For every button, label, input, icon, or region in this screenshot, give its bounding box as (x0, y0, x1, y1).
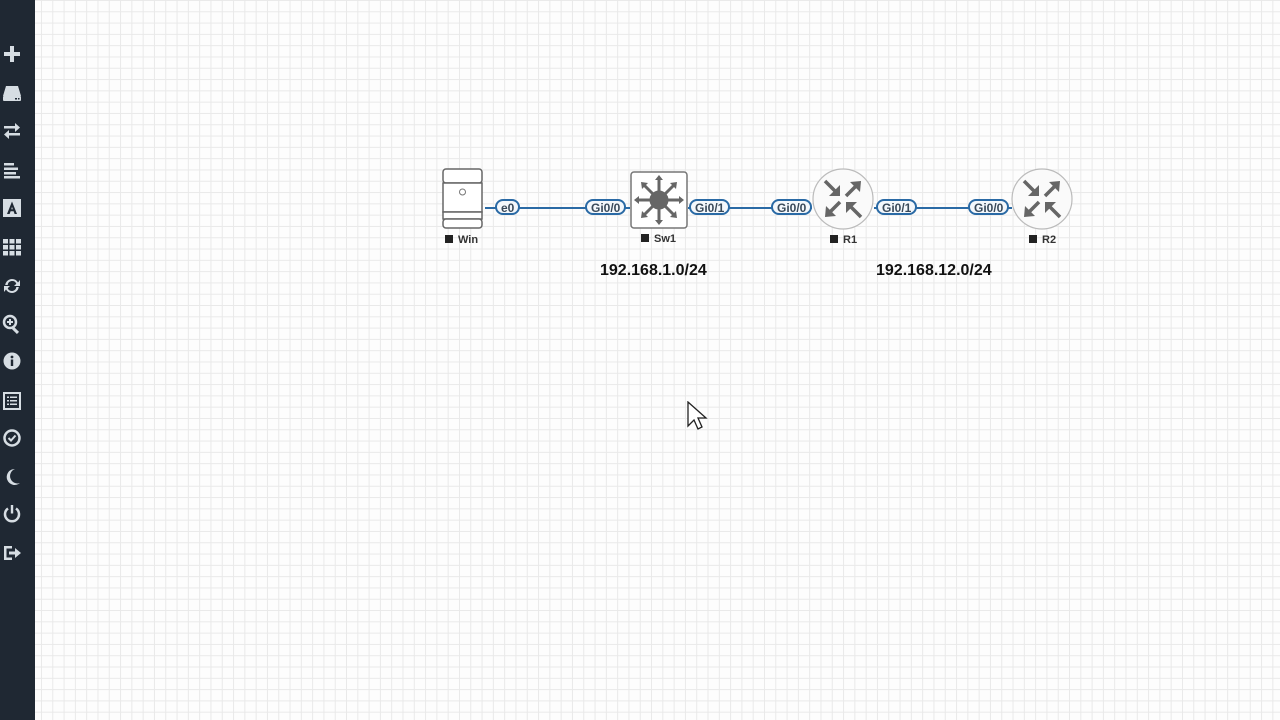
router-icon (1011, 168, 1073, 230)
port-sw1-gi0-0[interactable]: Gi0/0 (585, 199, 627, 215)
moon-icon (6, 468, 21, 485)
node-status-square (445, 235, 453, 243)
node-label-r1: R1 (830, 234, 857, 246)
node-r1[interactable] (812, 168, 874, 230)
layout-button[interactable] (0, 235, 24, 259)
link-r1-r2[interactable] (874, 207, 1012, 209)
network-label-2[interactable]: 192.168.12.0/24 (876, 262, 992, 279)
port-r1-gi0-1[interactable]: Gi0/1 (876, 199, 918, 215)
node-win[interactable] (442, 168, 483, 230)
dark-mode-button[interactable] (0, 465, 24, 489)
text-button[interactable] (0, 196, 24, 220)
node-label-win: Win (445, 234, 478, 246)
check-circle-icon (3, 429, 21, 447)
router-icon (812, 168, 874, 230)
link-sw1-r1[interactable] (688, 207, 812, 209)
lab-details-button[interactable] (0, 389, 24, 413)
status-button[interactable] (0, 426, 24, 450)
nodes-button[interactable] (0, 81, 24, 105)
arrow-cursor-icon (687, 400, 708, 430)
link-win-sw1[interactable] (485, 207, 630, 209)
grid-icon (3, 239, 21, 256)
zoom-button[interactable] (0, 312, 24, 336)
pc-icon (442, 168, 483, 229)
power-button[interactable] (0, 502, 24, 526)
switch-icon (630, 171, 688, 229)
node-status-square (641, 234, 649, 242)
port-r2-gi0-0[interactable]: Gi0/0 (968, 199, 1010, 215)
node-sw1[interactable] (630, 171, 688, 229)
font-icon (3, 199, 21, 217)
hdd-icon (3, 86, 21, 101)
add-node-button[interactable] (0, 42, 24, 66)
startup-configs-button[interactable] (0, 158, 24, 182)
node-r2[interactable] (1011, 168, 1073, 230)
sign-out-icon (4, 546, 21, 560)
mouse-cursor (687, 400, 709, 438)
port-r1-gi0-0[interactable]: Gi0/0 (771, 199, 813, 215)
power-icon (3, 505, 21, 523)
networks-button[interactable] (0, 119, 24, 143)
list-icon (3, 392, 21, 410)
port-win-e0[interactable]: e0 (495, 199, 521, 215)
sidebar (0, 0, 35, 720)
info-icon (3, 352, 21, 370)
topology-canvas[interactable] (35, 0, 1280, 720)
zoom-icon (2, 314, 20, 334)
plus-icon (4, 46, 20, 62)
network-label-1[interactable]: 192.168.1.0/24 (600, 262, 707, 279)
align-left-icon (4, 163, 20, 179)
node-status-square (1029, 235, 1037, 243)
node-label-r2: R2 (1029, 234, 1056, 246)
info-button[interactable] (0, 349, 24, 373)
node-label-sw1: Sw1 (641, 233, 676, 245)
node-status-square (830, 235, 838, 243)
refresh-icon (4, 279, 20, 293)
exchange-icon (4, 123, 20, 139)
port-sw1-gi0-1[interactable]: Gi0/1 (689, 199, 731, 215)
refresh-button[interactable] (0, 274, 24, 298)
logout-button[interactable] (0, 541, 24, 565)
